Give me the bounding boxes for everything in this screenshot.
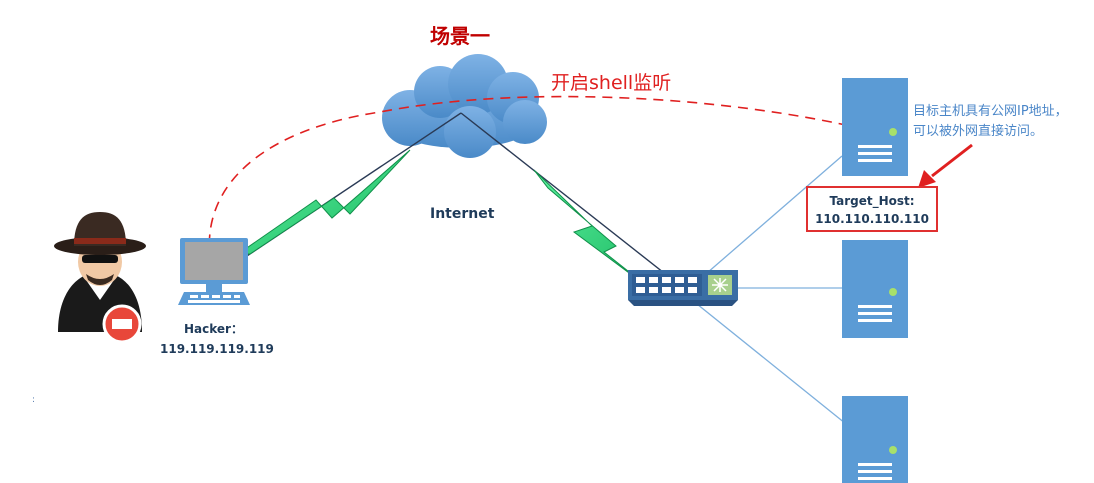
stray-mark: : <box>32 395 36 405</box>
shell-listen-arc <box>208 95 872 279</box>
server-icon <box>842 240 908 338</box>
hacker-icon <box>54 212 146 344</box>
scene-title: 场景一 <box>430 24 490 48</box>
server-icon <box>842 78 908 176</box>
laptop-icon <box>178 238 250 305</box>
link-switch-server-top <box>691 155 843 287</box>
lightning-icon <box>236 149 411 255</box>
switch-icon <box>628 270 738 306</box>
target-note: 目标主机具有公网IP地址，可以被外网直接访问。 <box>913 104 1068 139</box>
target-host-ip: 110.110.110.110 <box>815 212 929 226</box>
shell-listen-label: 开启shell监听 <box>551 72 672 94</box>
cloud-icon <box>382 54 547 158</box>
target-host-box: Target_Host: 110.110.110.110 <box>806 186 938 232</box>
link-cloud-switch <box>460 112 693 296</box>
server-icon <box>842 396 908 483</box>
target-host-label: Target_Host: <box>829 194 915 208</box>
link-switch-server-bottom <box>691 299 867 441</box>
internet-label: Internet <box>430 206 495 222</box>
arrow-icon <box>918 143 973 188</box>
hacker-label: Hacker： <box>184 322 243 336</box>
hacker-ip: 119.119.119.119 <box>160 342 274 356</box>
lan-links <box>691 155 867 441</box>
